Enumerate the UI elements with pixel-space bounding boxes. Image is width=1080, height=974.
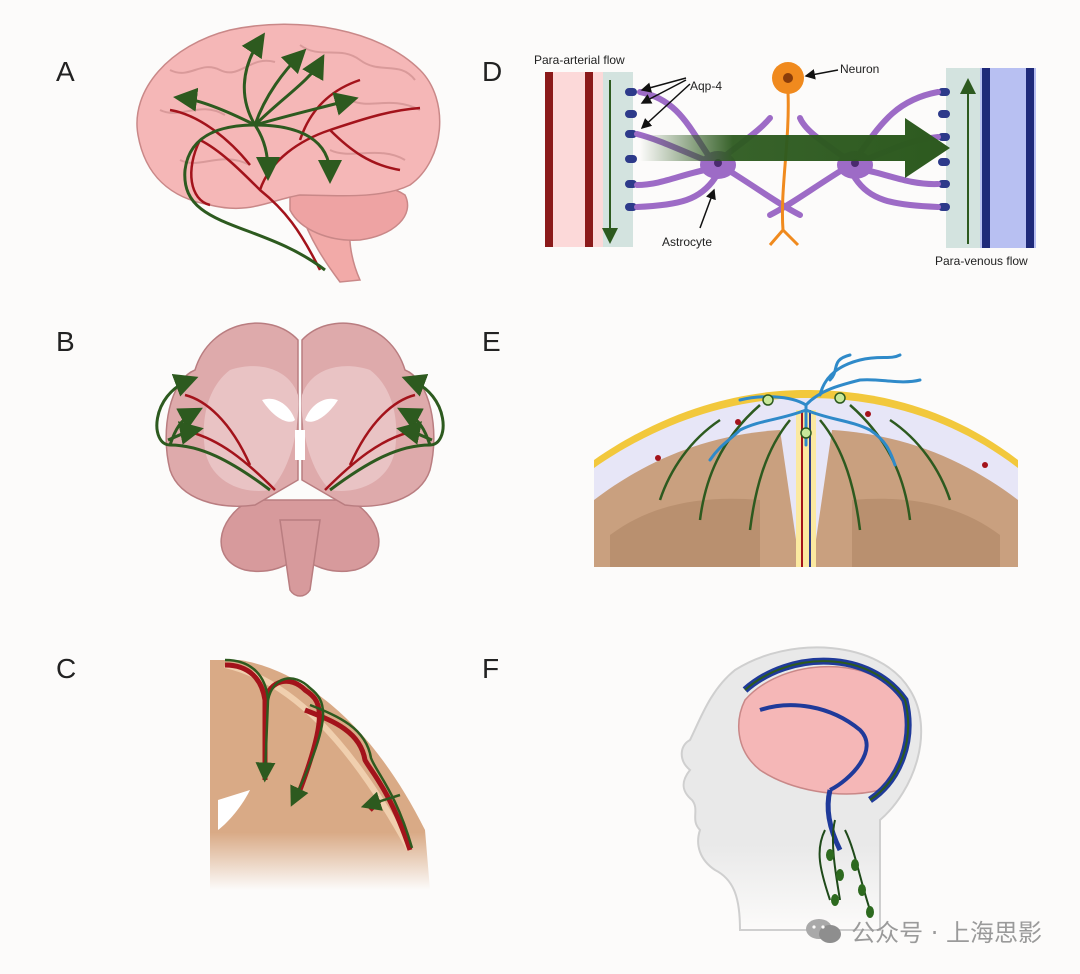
label-neuron: Neuron xyxy=(840,62,879,76)
watermark-text: 公众号 · 上海思影 xyxy=(851,919,1042,947)
neuron-axon xyxy=(768,91,800,247)
watermark: 公众号 · 上海思影 xyxy=(805,913,1042,948)
panel-c-cortex xyxy=(210,658,430,890)
panel-label-d: D xyxy=(482,56,503,87)
panel-e-meninges xyxy=(594,353,1018,567)
panel-label-a: A xyxy=(56,56,75,87)
panel-label-c: C xyxy=(56,653,77,684)
panel-a-brain-lateral xyxy=(136,23,441,283)
label-astrocyte: Astrocyte xyxy=(662,235,712,249)
panel-f-head xyxy=(680,646,923,931)
wechat-icon xyxy=(805,917,843,945)
artery-wall xyxy=(545,72,603,247)
para-venous-space xyxy=(946,68,980,248)
label-para-arterial-flow: Para-arterial flow xyxy=(534,53,625,67)
panel-label-e: E xyxy=(482,326,501,357)
csf-flow-arrow xyxy=(640,118,950,178)
panel-b-brain-coronal xyxy=(155,322,445,597)
panel-label-b: B xyxy=(56,326,75,357)
panel-label-f: F xyxy=(482,653,500,684)
label-aqp4: Aqp-4 xyxy=(690,79,722,93)
label-para-venous-flow: Para-venous flow xyxy=(935,254,1028,268)
panel-d-glymphatic-cells: Para-arterial flow Aqp-4 Neuron Astrocyt… xyxy=(534,53,1036,268)
